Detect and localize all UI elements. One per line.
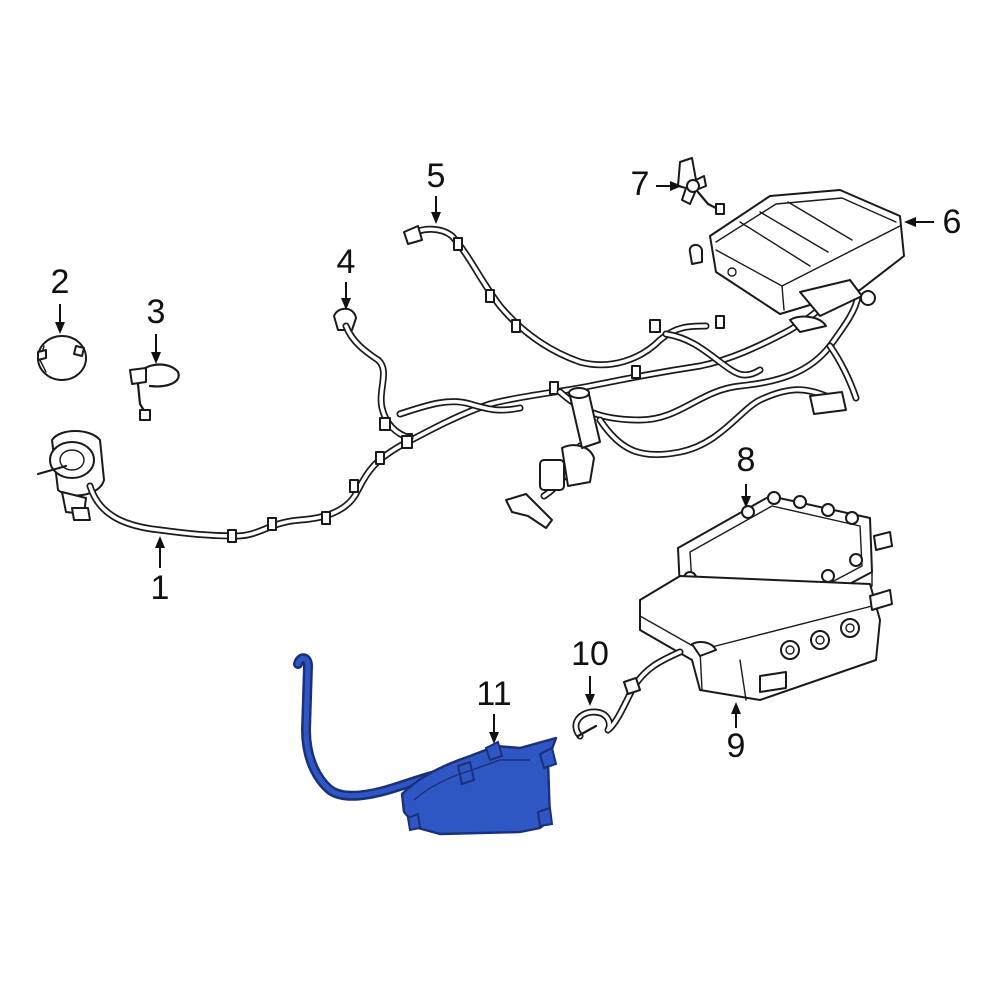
part-2-round-cover — [37, 335, 87, 381]
part-9-inverter-housing — [639, 531, 893, 701]
callout-6: 6 — [943, 203, 962, 241]
part-4-wire-segment — [333, 307, 524, 449]
callout-arrows — [55, 181, 934, 744]
callout-5: 5 — [427, 157, 446, 195]
part-7-bracket — [677, 157, 725, 215]
callout-3: 3 — [147, 293, 166, 331]
callout-2: 2 — [51, 263, 70, 301]
left-connector — [36, 430, 105, 521]
callout-10: 10 — [571, 635, 609, 673]
callout-labels: 1 2 3 4 5 6 7 8 9 10 11 — [51, 157, 962, 765]
callout-8: 8 — [737, 441, 756, 479]
callout-9: 9 — [727, 727, 746, 765]
part-5-upper-harness — [403, 225, 764, 379]
callout-11: 11 — [476, 675, 511, 713]
callout-7: 7 — [631, 165, 650, 203]
part-10-hose — [572, 648, 684, 740]
lower-harness-bracket — [505, 444, 595, 529]
part-1-main-wiring-harness — [36, 270, 862, 543]
callout-4: 4 — [337, 243, 356, 281]
part-11-highlighted-shield — [293, 653, 558, 836]
inline-cylinder — [568, 387, 601, 449]
part-6-upper-module — [688, 189, 905, 333]
callout-1: 1 — [151, 569, 170, 607]
part-3-pigtail-connector — [129, 363, 180, 421]
